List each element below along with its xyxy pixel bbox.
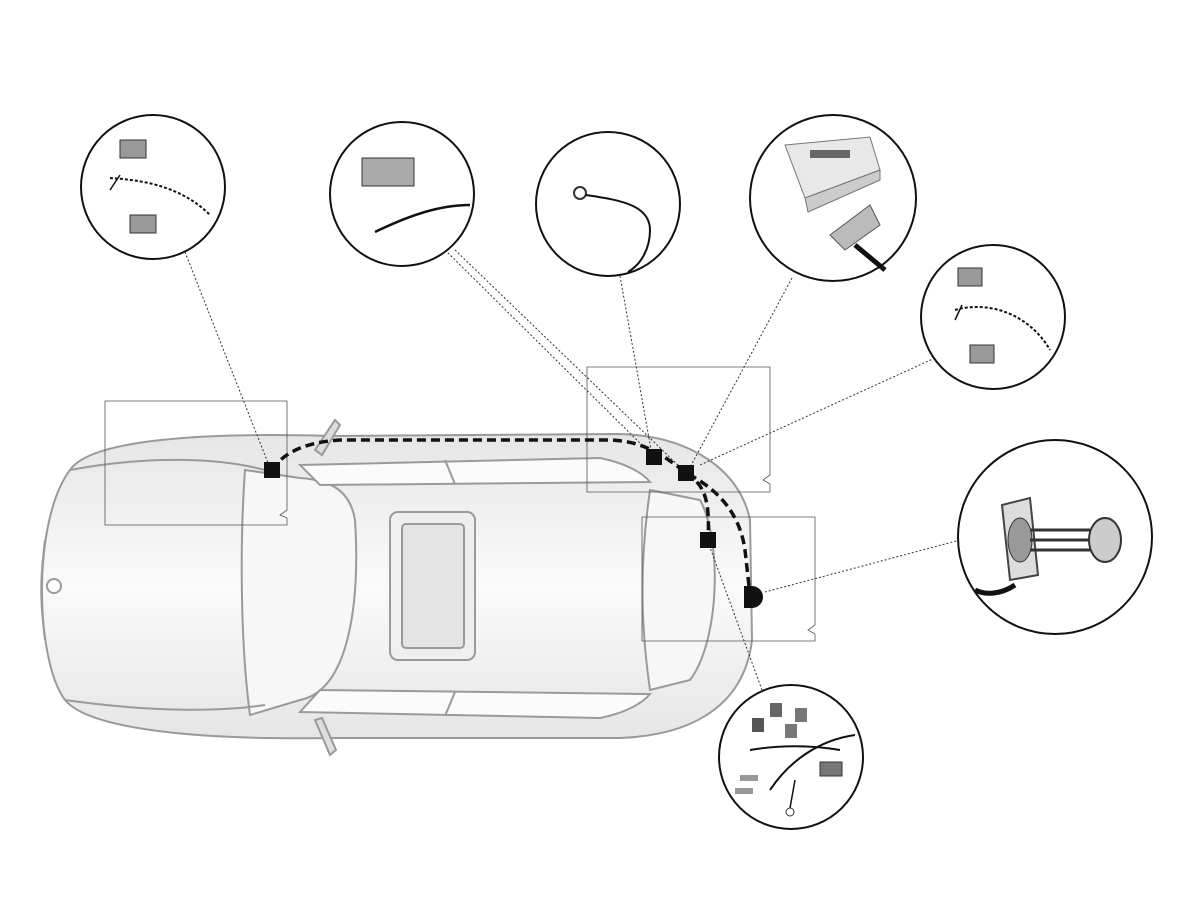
trailer-socket-marker (744, 586, 763, 608)
trailer-socket-icon (973, 496, 1122, 596)
callout-wire-clips (329, 121, 475, 267)
callout-fuses-connectors (718, 684, 864, 830)
marker-front (264, 462, 280, 478)
marker-module (678, 465, 694, 481)
ground-ring-terminal-icon (573, 186, 652, 273)
callout-control-module (749, 114, 917, 282)
callout-trailer-socket (957, 439, 1153, 635)
callout-cable-ties-2 (920, 244, 1066, 390)
cable-ties-icon (954, 267, 1051, 364)
wire-clips-icon (361, 157, 471, 234)
marker-ground (646, 449, 662, 465)
connection-markers (264, 449, 763, 608)
fuses-and-connectors-icon (735, 703, 856, 817)
callout-cable-ties-1 (80, 114, 226, 260)
car-top-view (40, 418, 754, 757)
detail-boxes (104, 366, 816, 642)
leader-lines (184, 249, 961, 691)
callout-ground-terminal (535, 131, 681, 277)
marker-fuse (700, 532, 716, 548)
control-module-icon (784, 136, 887, 272)
cable-ties-icon (109, 139, 211, 234)
